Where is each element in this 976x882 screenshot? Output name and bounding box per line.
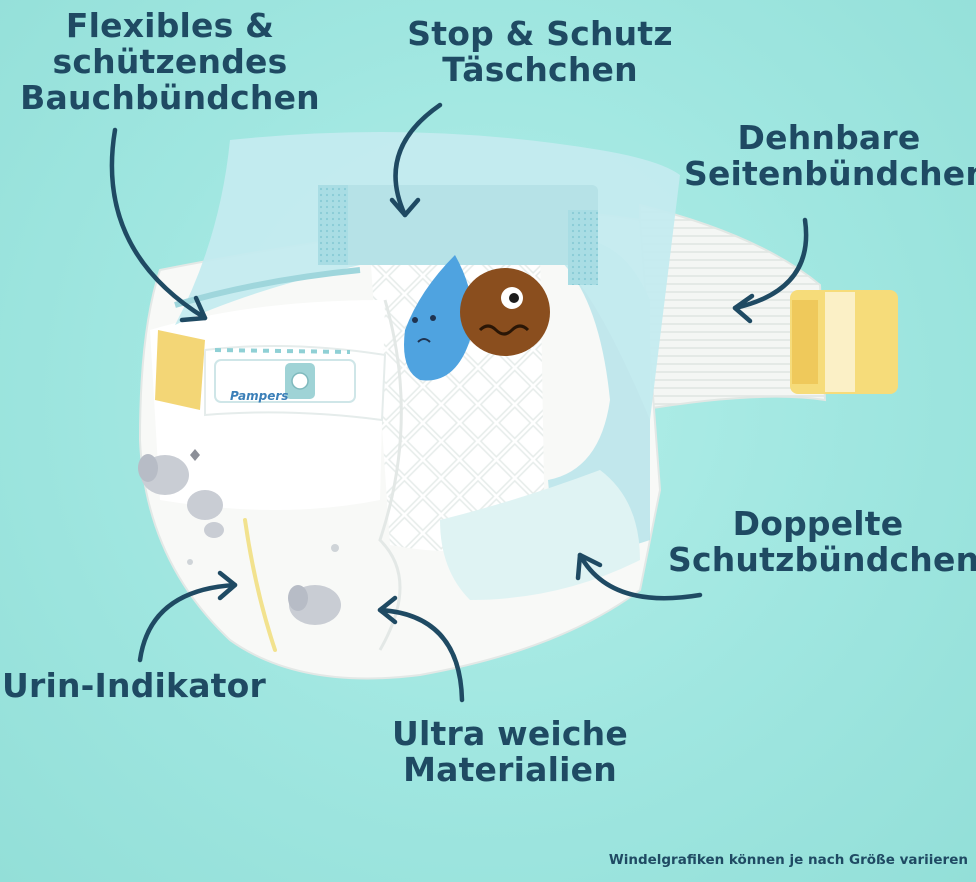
label-line: Schutzbündchen	[668, 540, 976, 579]
label-schutz-taeschchen: Stop & Schutz Täschchen	[405, 16, 675, 88]
elephant-print-icon	[138, 449, 341, 625]
label-bauchbuendchen: Flexibles & schützendes Bauchbündchen	[20, 8, 320, 116]
pampers-logo: Pampers	[230, 389, 288, 403]
poop-character-icon	[460, 268, 550, 356]
label-line: Dehnbare	[737, 118, 921, 157]
label-line: Ultra weiche	[392, 714, 628, 753]
water-drop-character-icon	[404, 255, 473, 381]
label-line: Stop & Schutz	[407, 14, 673, 53]
label-ultra-weiche-materialien: Ultra weiche Materialien	[390, 716, 630, 788]
waistband	[174, 132, 680, 420]
footnote: Windelgrafiken können je nach Größe vari…	[608, 852, 968, 868]
label-line: schützendes	[52, 42, 288, 81]
label-line: Materialien	[403, 750, 617, 789]
label-line: Urin-Indikator	[1, 666, 266, 705]
curved-arrow-icon	[109, 102, 809, 703]
label-seitenbuendchen: Dehnbare Seitenbündchen	[684, 118, 976, 193]
label-line: Doppelte	[732, 504, 904, 543]
label-line: Seitenbündchen	[684, 154, 976, 193]
label-line: Bauchbündchen	[20, 78, 320, 117]
label-line: Täschchen	[442, 50, 638, 89]
fastening-tab	[790, 290, 898, 394]
label-line: Flexibles &	[65, 6, 275, 45]
label-urin-indikator: Urin-Indikator	[0, 668, 268, 704]
label-schutzbuendchen: Doppelte Schutzbündchen	[668, 504, 976, 579]
dot-prints	[187, 544, 339, 565]
